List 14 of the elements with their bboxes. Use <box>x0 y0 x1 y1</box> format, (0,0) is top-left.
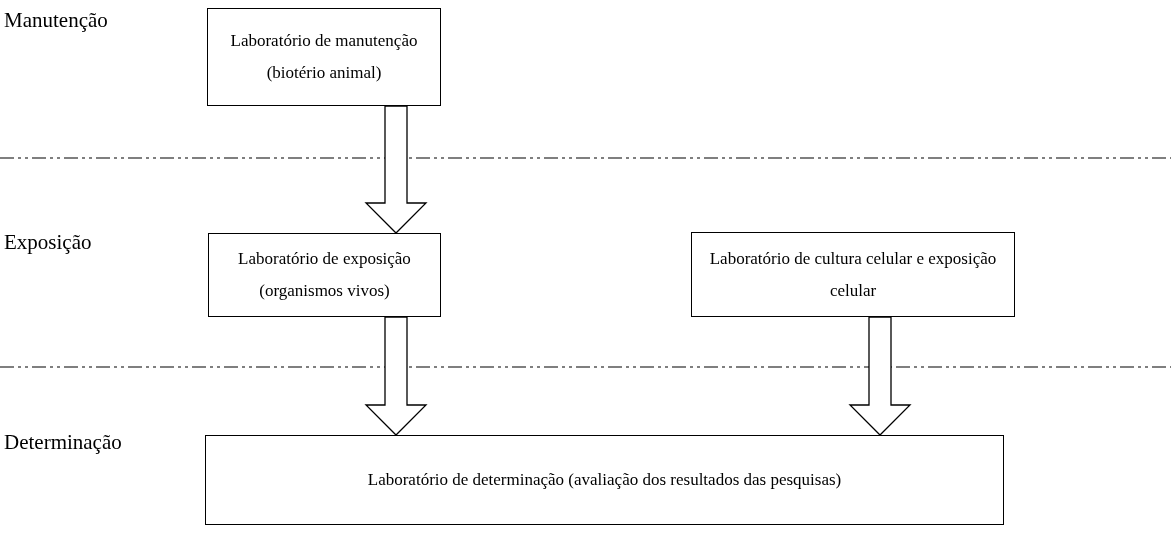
box-text: Laboratório de cultura celular e exposição celular <box>708 247 998 302</box>
box-text: Laboratório de exposição (organismos vivos) <box>237 248 412 302</box>
block-arrow <box>848 316 912 436</box>
stage-label: Exposição <box>4 230 92 255</box>
box-text: Laboratório de determinação (avaliação dos resultados das pesquisas) <box>367 469 842 491</box>
block-arrow <box>364 316 428 436</box>
block-arrow <box>364 105 428 234</box>
process-box <box>205 435 1004 525</box>
box-text: Laboratório de manutenção (biotério animal) <box>229 30 419 84</box>
process-box <box>691 232 1015 317</box>
process-box <box>207 8 441 106</box>
stage-label: Manutenção <box>4 8 108 33</box>
stage-label: Determinação <box>4 430 122 455</box>
process-box <box>208 233 441 317</box>
